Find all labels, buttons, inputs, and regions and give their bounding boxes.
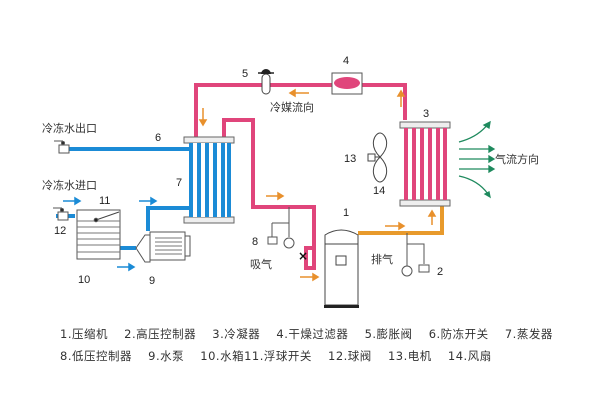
label-11: 11 xyxy=(99,195,110,207)
label-3: 3 xyxy=(423,108,429,120)
legend-item: 10.水箱11.浮球开关 xyxy=(200,349,312,363)
legend-item: 8.低压控制器 xyxy=(60,349,132,363)
evaporator xyxy=(183,136,235,224)
airflow-arrows xyxy=(458,120,496,199)
label-7: 7 xyxy=(176,177,182,189)
legend-item: 1.压缩机 xyxy=(60,327,108,341)
suction-point-marker: × xyxy=(298,249,308,263)
water-flow-arrows xyxy=(63,196,158,272)
legend-item: 5.膨胀阀 xyxy=(364,327,413,341)
refrigerant-flow-label: 冷媒流向 xyxy=(270,100,314,114)
water-tank xyxy=(76,209,121,260)
water-pump xyxy=(135,231,191,263)
flow-arrows xyxy=(198,88,437,282)
legend-item: 13.电机 xyxy=(387,349,432,363)
ball-valve-inlet xyxy=(53,207,69,221)
label-8: 8 xyxy=(252,236,258,248)
legend-item: 12.球阀 xyxy=(328,349,372,363)
expansion-valve xyxy=(258,69,274,95)
legend-row-1: 1.压缩机 2.高压控制器 3.冷凝器 4.干燥过滤器 5.膨胀阀 6.防冻开关… xyxy=(60,326,565,342)
legend-item: 14.风扇 xyxy=(447,349,492,363)
condenser xyxy=(399,121,451,207)
drier-filter xyxy=(331,72,363,95)
fan xyxy=(367,132,388,183)
compressor xyxy=(324,229,359,308)
legend-item: 2.高压控制器 xyxy=(124,327,197,341)
legend-item: 3.冷凝器 xyxy=(212,327,261,341)
label-5: 5 xyxy=(242,68,248,80)
chilled-water-in-label: 冷冻水进口 xyxy=(42,178,97,192)
airflow-direction-label: 气流方向 xyxy=(495,152,539,166)
legend-item: 7.蒸发器 xyxy=(504,327,553,341)
label-4: 4 xyxy=(343,55,349,67)
high-pressure-controller xyxy=(401,233,430,277)
label-9: 9 xyxy=(149,275,155,287)
label-12: 12 xyxy=(54,225,66,237)
legend-item: 6.防冻开关 xyxy=(428,327,489,341)
discharge-pipe xyxy=(358,205,444,235)
refrigerant-pipes xyxy=(194,83,407,270)
legend-row-2: 8.低压控制器 9.水泵 10.水箱11.浮球开关 12.球阀 13.电机 14… xyxy=(60,348,504,364)
label-10: 10 xyxy=(78,274,90,286)
chilled-water-out-label: 冷冻水出口 xyxy=(42,121,97,135)
low-pressure-controller xyxy=(267,207,295,249)
label-14: 14 xyxy=(373,185,385,197)
label-13: 13 xyxy=(344,153,356,165)
discharge-label: 排气 xyxy=(371,252,393,266)
label-6: 6 xyxy=(155,132,161,144)
ball-valve-outlet xyxy=(54,140,70,154)
label-2: 2 xyxy=(437,266,443,278)
label-1: 1 xyxy=(343,207,349,219)
suction-label: 吸气 xyxy=(250,257,272,271)
legend-item: 9.水泵 xyxy=(148,349,185,363)
legend-item: 4.干燥过滤器 xyxy=(276,327,349,341)
